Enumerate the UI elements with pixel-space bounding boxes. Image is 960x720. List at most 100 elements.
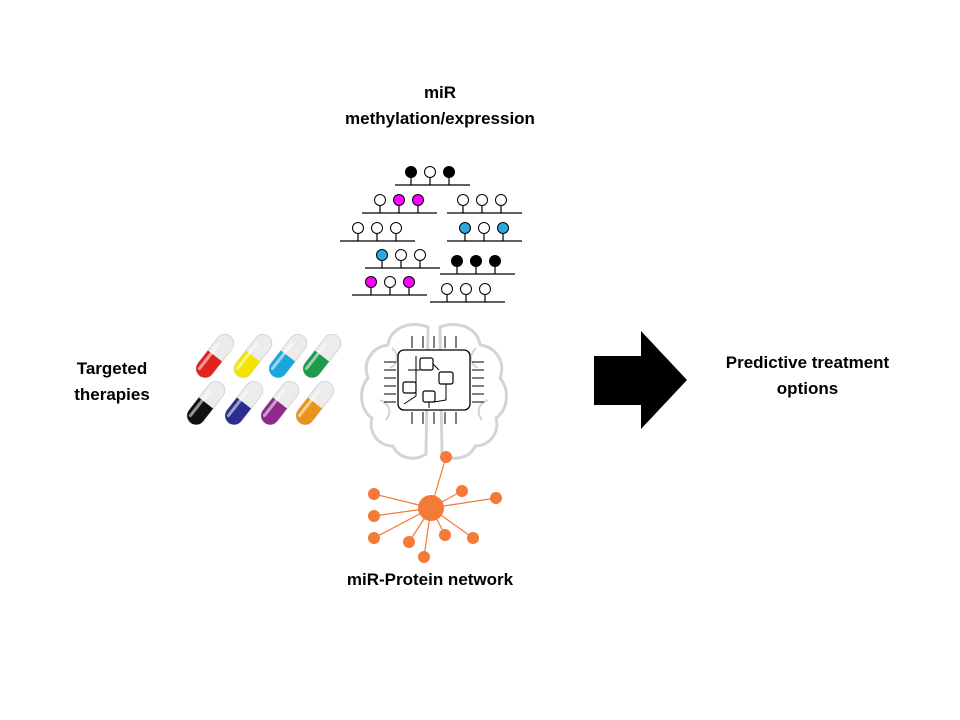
capsule-icon [195, 333, 235, 379]
capsule-colored-half [225, 397, 252, 425]
methylation-site [459, 222, 471, 234]
chip-component [419, 357, 434, 371]
methylation-site [476, 194, 488, 206]
capsule-colored-half [269, 350, 296, 378]
methylation-site [384, 276, 396, 288]
chip-component [402, 381, 417, 394]
brain-chip-icon [360, 322, 508, 460]
methylation-site [374, 194, 386, 206]
therapies-label-line-2: therapies [74, 385, 150, 404]
methylation-lollipop-icon [340, 166, 522, 303]
capsule-colored-half [303, 350, 330, 378]
methylation-row [352, 276, 427, 296]
capsule-icons [186, 333, 342, 426]
methylation-row [447, 194, 522, 214]
brain-fold [470, 347, 479, 369]
methylation-site [460, 283, 472, 295]
chip-component [422, 390, 436, 403]
methylation-site [395, 249, 407, 261]
hub-network-icon [368, 451, 502, 563]
methylation-site [478, 222, 490, 234]
chip-component [438, 371, 454, 385]
methylation-site [405, 166, 417, 178]
methylation-site [403, 276, 415, 288]
methylation-site [451, 255, 463, 267]
capsule-colored-half [234, 350, 261, 378]
capsule-colored-half [196, 350, 223, 378]
capsule-highlight [262, 389, 286, 418]
network-node [368, 510, 380, 522]
methylation-row [395, 166, 470, 186]
chip-trace [433, 384, 447, 403]
chip-trace [403, 356, 417, 405]
methylation-row [340, 222, 415, 242]
predictive-label-line-2: options [776, 379, 839, 398]
methylation-site [365, 276, 377, 288]
methylation-label: miR methylation/expression [300, 80, 580, 132]
network-node [490, 492, 502, 504]
network-node [403, 536, 415, 548]
brain-outline [360, 322, 430, 460]
capsule-highlight [188, 389, 212, 418]
right-arrow-icon [594, 331, 687, 429]
network-hub-node [418, 495, 444, 521]
methylation-site [371, 222, 383, 234]
methylation-site [443, 166, 455, 178]
network-node [368, 488, 380, 500]
brain-fold [477, 399, 489, 421]
capsule-highlight [235, 342, 259, 371]
capsule-highlight [270, 342, 294, 371]
methylation-row [362, 194, 437, 214]
methylation-site [412, 194, 424, 206]
capsule-colored-half [187, 397, 214, 425]
therapies-label: Targeted therapies [52, 356, 172, 408]
network-label: miR-Protein network [346, 570, 514, 589]
brain-fold [389, 347, 398, 369]
methylation-site [457, 194, 469, 206]
methylation-site [393, 194, 405, 206]
network-node [467, 532, 479, 544]
methylation-label-line-1: miR [423, 83, 457, 102]
brain-fold [379, 399, 391, 421]
capsule-highlight [297, 389, 321, 418]
network-node [439, 529, 451, 541]
network-node [456, 485, 468, 497]
methylation-row [430, 283, 505, 303]
capsule-highlight [226, 389, 250, 418]
network-node [418, 551, 430, 563]
brain-outline [438, 322, 508, 460]
predictive-label-line-1: Predictive treatment [725, 353, 890, 372]
capsule-icon [233, 333, 273, 379]
capsule-icon [295, 380, 335, 426]
methylation-site [495, 194, 507, 206]
methylation-row [365, 249, 440, 269]
methylation-site [424, 166, 436, 178]
capsule-icon [260, 380, 300, 426]
network-node [368, 532, 380, 544]
therapies-label-line-1: Targeted [76, 359, 148, 378]
capsule-icon [186, 380, 226, 426]
capsule-icon [268, 333, 308, 379]
chip-trace [432, 363, 440, 371]
methylation-label-line-2: methylation/expression [345, 109, 535, 128]
predictive-label: Predictive treatment options [700, 350, 915, 402]
methylation-row [440, 255, 515, 275]
capsule-icon [224, 380, 264, 426]
capsule-colored-half [261, 397, 288, 425]
capsule-highlight [304, 342, 328, 371]
methylation-row [447, 222, 522, 242]
methylation-site [441, 283, 453, 295]
methylation-site [470, 255, 482, 267]
methylation-site [479, 283, 491, 295]
methylation-site [390, 222, 402, 234]
capsule-highlight [197, 342, 221, 371]
methylation-site [376, 249, 388, 261]
methylation-site [489, 255, 501, 267]
capsule-colored-half [296, 397, 323, 425]
methylation-site [414, 249, 426, 261]
methylation-site [352, 222, 364, 234]
capsule-icon [302, 333, 342, 379]
methylation-site [497, 222, 509, 234]
network-node [440, 451, 452, 463]
